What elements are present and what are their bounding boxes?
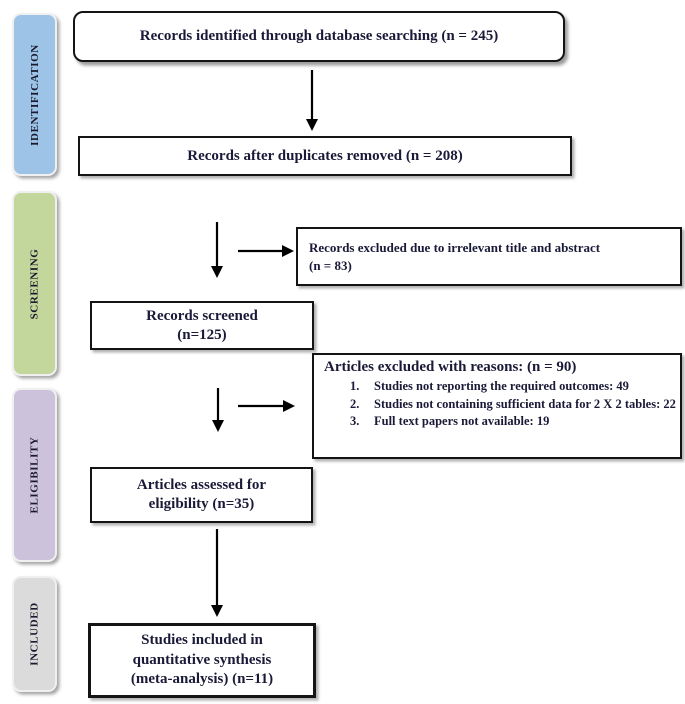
arrow-assessed-to-included — [211, 529, 223, 617]
box-articles-excluded: Articles excluded with reasons: (n = 90)… — [312, 353, 682, 459]
stage-label-identification: IDENTIFICATION — [12, 13, 57, 176]
reason-text: Full text papers not available: 19 — [374, 414, 550, 428]
reason-item: 3. Full text papers not available: 19 — [350, 413, 680, 431]
records-identified-text: Records identified through database sear… — [139, 28, 499, 44]
stage-label-eligibility: ELIGIBILITY — [12, 388, 57, 562]
articles-assessed-line2: eligibility (n=35) — [148, 496, 255, 512]
articles-assessed-line1: Articles assessed for — [136, 477, 267, 493]
reason-text: Studies not containing sufficient data f… — [374, 396, 676, 411]
reason-number: 1. — [350, 379, 360, 393]
studies-included-line2: quantitative synthesis — [132, 651, 272, 668]
box-records-screened: Records screened (n=125) — [90, 301, 314, 350]
records-excluded-line2: (n = 83) — [309, 257, 352, 273]
reason-item: 2. Studies not containing sufficient dat… — [350, 396, 680, 414]
records-screened-line2: (n=125) — [177, 326, 227, 343]
stage-label-included-text: INCLUDED — [28, 602, 41, 666]
stage-label-screening: SCREENING — [12, 191, 57, 376]
studies-included-line3: (meta-analysis) (n=11) — [130, 671, 274, 688]
arrow-duplicates-to-screened — [211, 222, 223, 278]
box-records-identified: Records identified through database sear… — [73, 11, 565, 62]
records-after-duplicates-text: Records after duplicates removed (n = 20… — [187, 147, 463, 164]
stage-label-identification-text: IDENTIFICATION — [28, 43, 41, 146]
reason-number: 2. — [350, 396, 360, 411]
articles-excluded-title: Articles excluded with reasons: (n = 90) — [324, 359, 577, 375]
reason-item: 1. Studies not reporting the required ou… — [350, 378, 680, 396]
box-records-after-duplicates: Records after duplicates removed (n = 20… — [78, 136, 572, 176]
articles-excluded-reason-list: 1. Studies not reporting the required ou… — [324, 378, 680, 431]
arrow-to-articles-excluded — [238, 400, 295, 412]
reason-number: 3. — [350, 414, 360, 428]
arrow-identified-to-duplicates — [306, 70, 318, 131]
stage-label-screening-text: SCREENING — [28, 248, 41, 319]
stage-label-included: INCLUDED — [12, 576, 57, 692]
stage-label-eligibility-text: ELIGIBILITY — [28, 436, 41, 514]
records-excluded-line1: Records excluded due to irrelevant title… — [309, 239, 601, 255]
arrow-to-records-excluded — [238, 245, 294, 257]
records-screened-line1: Records screened — [146, 307, 258, 324]
box-articles-assessed: Articles assessed for eligibility (n=35) — [90, 467, 313, 523]
box-records-excluded: Records excluded due to irrelevant title… — [296, 227, 682, 286]
box-studies-included: Studies included in quantitative synthes… — [88, 623, 316, 698]
studies-included-line1: Studies included in — [141, 632, 263, 649]
reason-text: Studies not reporting the required outco… — [374, 379, 629, 393]
arrow-screened-to-assessed — [212, 388, 224, 432]
